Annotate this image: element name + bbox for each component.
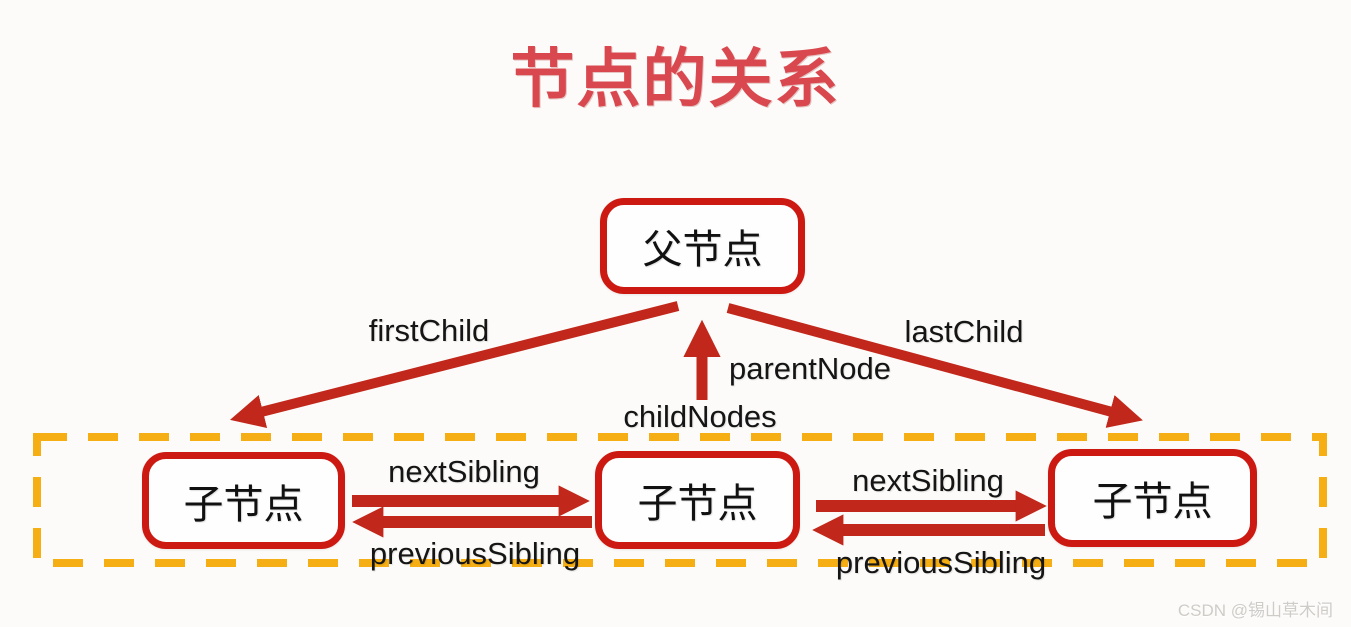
previous-sibling-label-1: previousSibling [369, 536, 581, 571]
child-node-box-3: 子节点 [1048, 449, 1257, 547]
next-sibling-label-2: nextSibling [852, 463, 1004, 498]
child-nodes-relation-label: childNodes [623, 399, 777, 434]
child-node-box-2: 子节点 [595, 451, 800, 549]
first-child-arrow [229, 301, 680, 428]
child-node-box-1: 子节点 [142, 452, 345, 549]
csdn-watermark: CSDN @锡山草木间 [1177, 601, 1333, 620]
page-title: 节点的关系 [510, 43, 841, 115]
last-child-arrow [726, 303, 1143, 428]
child-node-label-2: 子节点 [637, 482, 758, 526]
first-child-label: firstChild [368, 313, 490, 348]
previous-sibling-label-2: previousSibling [835, 545, 1047, 580]
children-dashed-box [33, 433, 1327, 567]
child-node-label-1: 子节点 [183, 482, 304, 527]
child-node-label-3: 子节点 [1092, 480, 1213, 524]
parent-node-box: 父节点 [600, 198, 805, 294]
parent-node-label: 父节点 [642, 228, 763, 272]
parent-node-relation-label: parentNode [728, 351, 892, 386]
last-child-label: lastChild [904, 314, 1024, 349]
next-sibling-label-1: nextSibling [388, 454, 540, 489]
